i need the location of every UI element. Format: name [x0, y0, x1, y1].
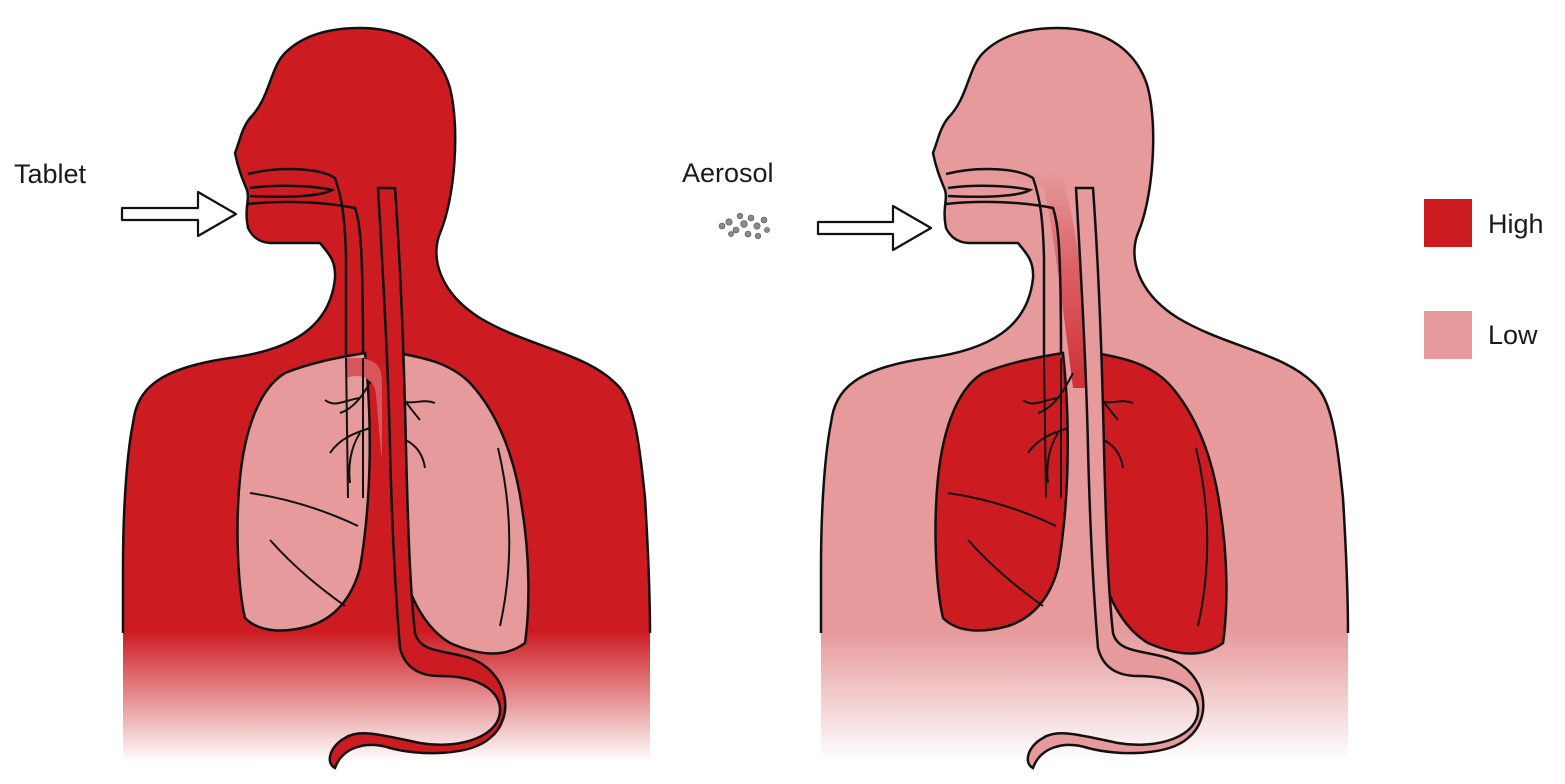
- body-silhouette: [123, 28, 650, 762]
- legend-label-low: Low: [1488, 320, 1538, 350]
- legend-swatch-high: [1424, 199, 1472, 247]
- body-silhouette: [821, 28, 1348, 762]
- legend: High Low: [1424, 199, 1544, 359]
- tablet-label: Tablet: [14, 159, 87, 189]
- aerosol-particles-icon: [719, 213, 770, 239]
- arrow-icon: [122, 192, 236, 236]
- legend-label-high: High: [1488, 209, 1544, 239]
- aerosol-figure: [821, 28, 1348, 768]
- arrow-icon: [818, 206, 931, 250]
- legend-swatch-low: [1424, 311, 1472, 359]
- aerosol-label: Aerosol: [682, 158, 774, 188]
- tablet-figure: [123, 28, 650, 768]
